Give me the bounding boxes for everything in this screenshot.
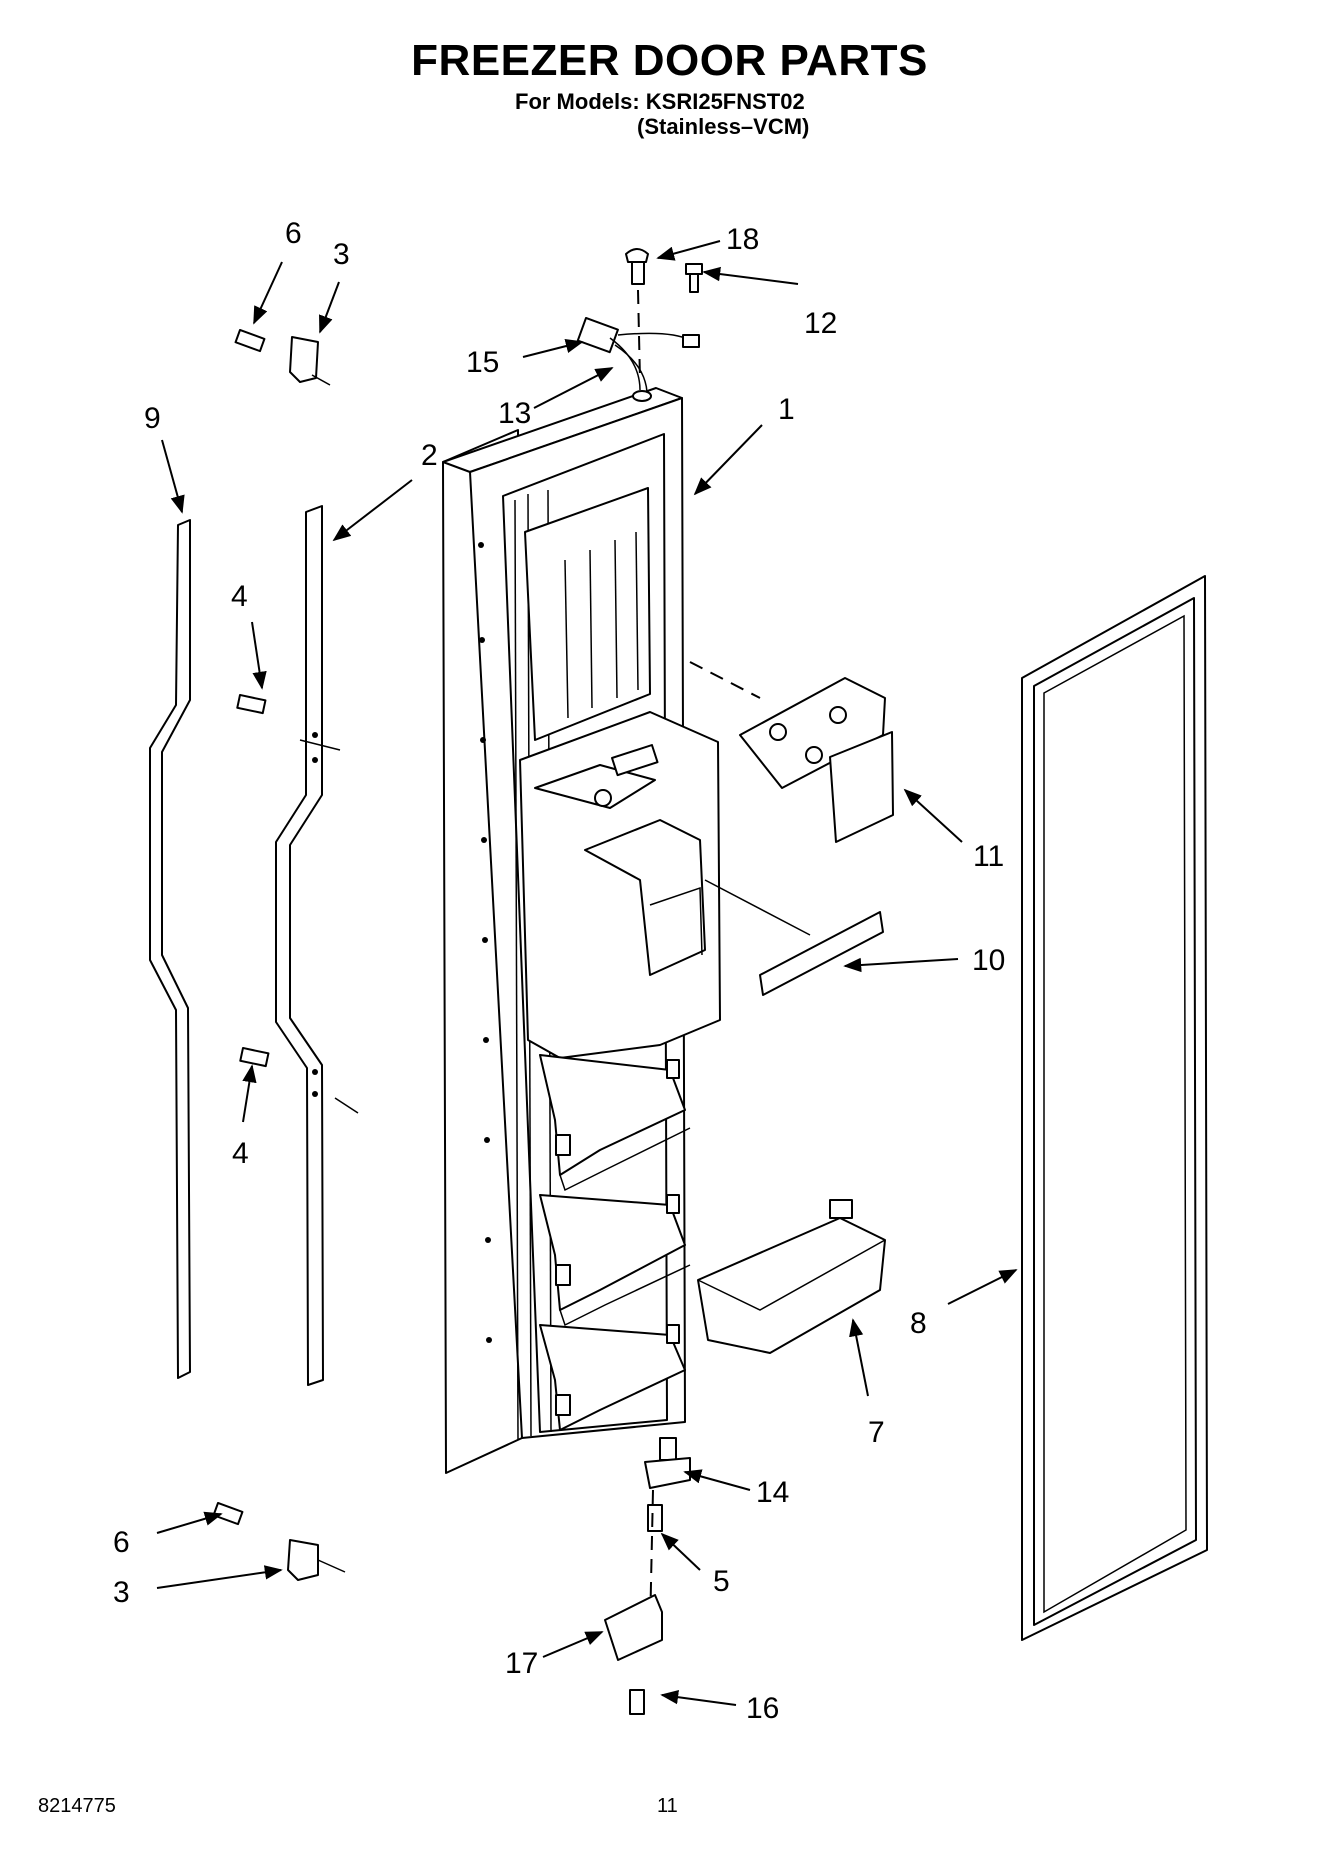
freezer-door-liner xyxy=(442,387,721,1474)
callout-6-top: 6 xyxy=(285,217,302,250)
bottom-hinge-hardware xyxy=(604,1437,691,1715)
door-gasket xyxy=(1021,575,1208,1641)
variant-line: (Stainless–VCM) xyxy=(637,114,810,139)
door-bin xyxy=(697,1199,886,1354)
dispenser-cover xyxy=(739,677,894,843)
flange-holes xyxy=(478,542,492,1343)
models-line: For Models: KSRI25FNST02 xyxy=(515,89,805,114)
callout-11: 11 xyxy=(973,840,1004,873)
callout-10: 10 xyxy=(972,944,1005,977)
doc-number: 8214775 xyxy=(38,1795,116,1817)
left-hardware xyxy=(212,329,359,1581)
callout-17: 17 xyxy=(505,1647,538,1680)
callout-4-bottom: 4 xyxy=(232,1137,249,1170)
callout-labels: 18 12 15 13 1 6 3 9 2 4 4 11 10 8 7 14 5… xyxy=(113,217,1005,1725)
callout-leaders xyxy=(156,240,1018,1706)
callout-12: 12 xyxy=(804,307,837,340)
callout-13: 13 xyxy=(498,397,531,430)
door-shelves xyxy=(539,1054,691,1431)
callout-16: 16 xyxy=(746,1692,779,1725)
callout-3-top: 3 xyxy=(333,238,350,271)
door-strip xyxy=(275,505,324,1386)
callout-4-top: 4 xyxy=(231,580,248,613)
callout-7: 7 xyxy=(868,1416,885,1449)
callout-15: 15 xyxy=(466,346,499,379)
callout-6-bottom: 6 xyxy=(113,1526,130,1559)
callout-8: 8 xyxy=(910,1307,927,1340)
callout-14: 14 xyxy=(756,1476,789,1509)
gasket-strip xyxy=(149,519,191,1379)
top-hardware xyxy=(576,248,703,402)
callout-3-bottom: 3 xyxy=(113,1576,130,1609)
callout-5: 5 xyxy=(713,1565,730,1598)
callout-18: 18 xyxy=(726,223,759,256)
page-number: 11 xyxy=(657,1795,678,1817)
page-title: FREEZER DOOR PARTS xyxy=(411,36,928,85)
callout-2: 2 xyxy=(421,439,438,472)
trim-strip xyxy=(759,911,884,996)
callout-9: 9 xyxy=(144,402,161,435)
callout-1: 1 xyxy=(778,393,795,426)
